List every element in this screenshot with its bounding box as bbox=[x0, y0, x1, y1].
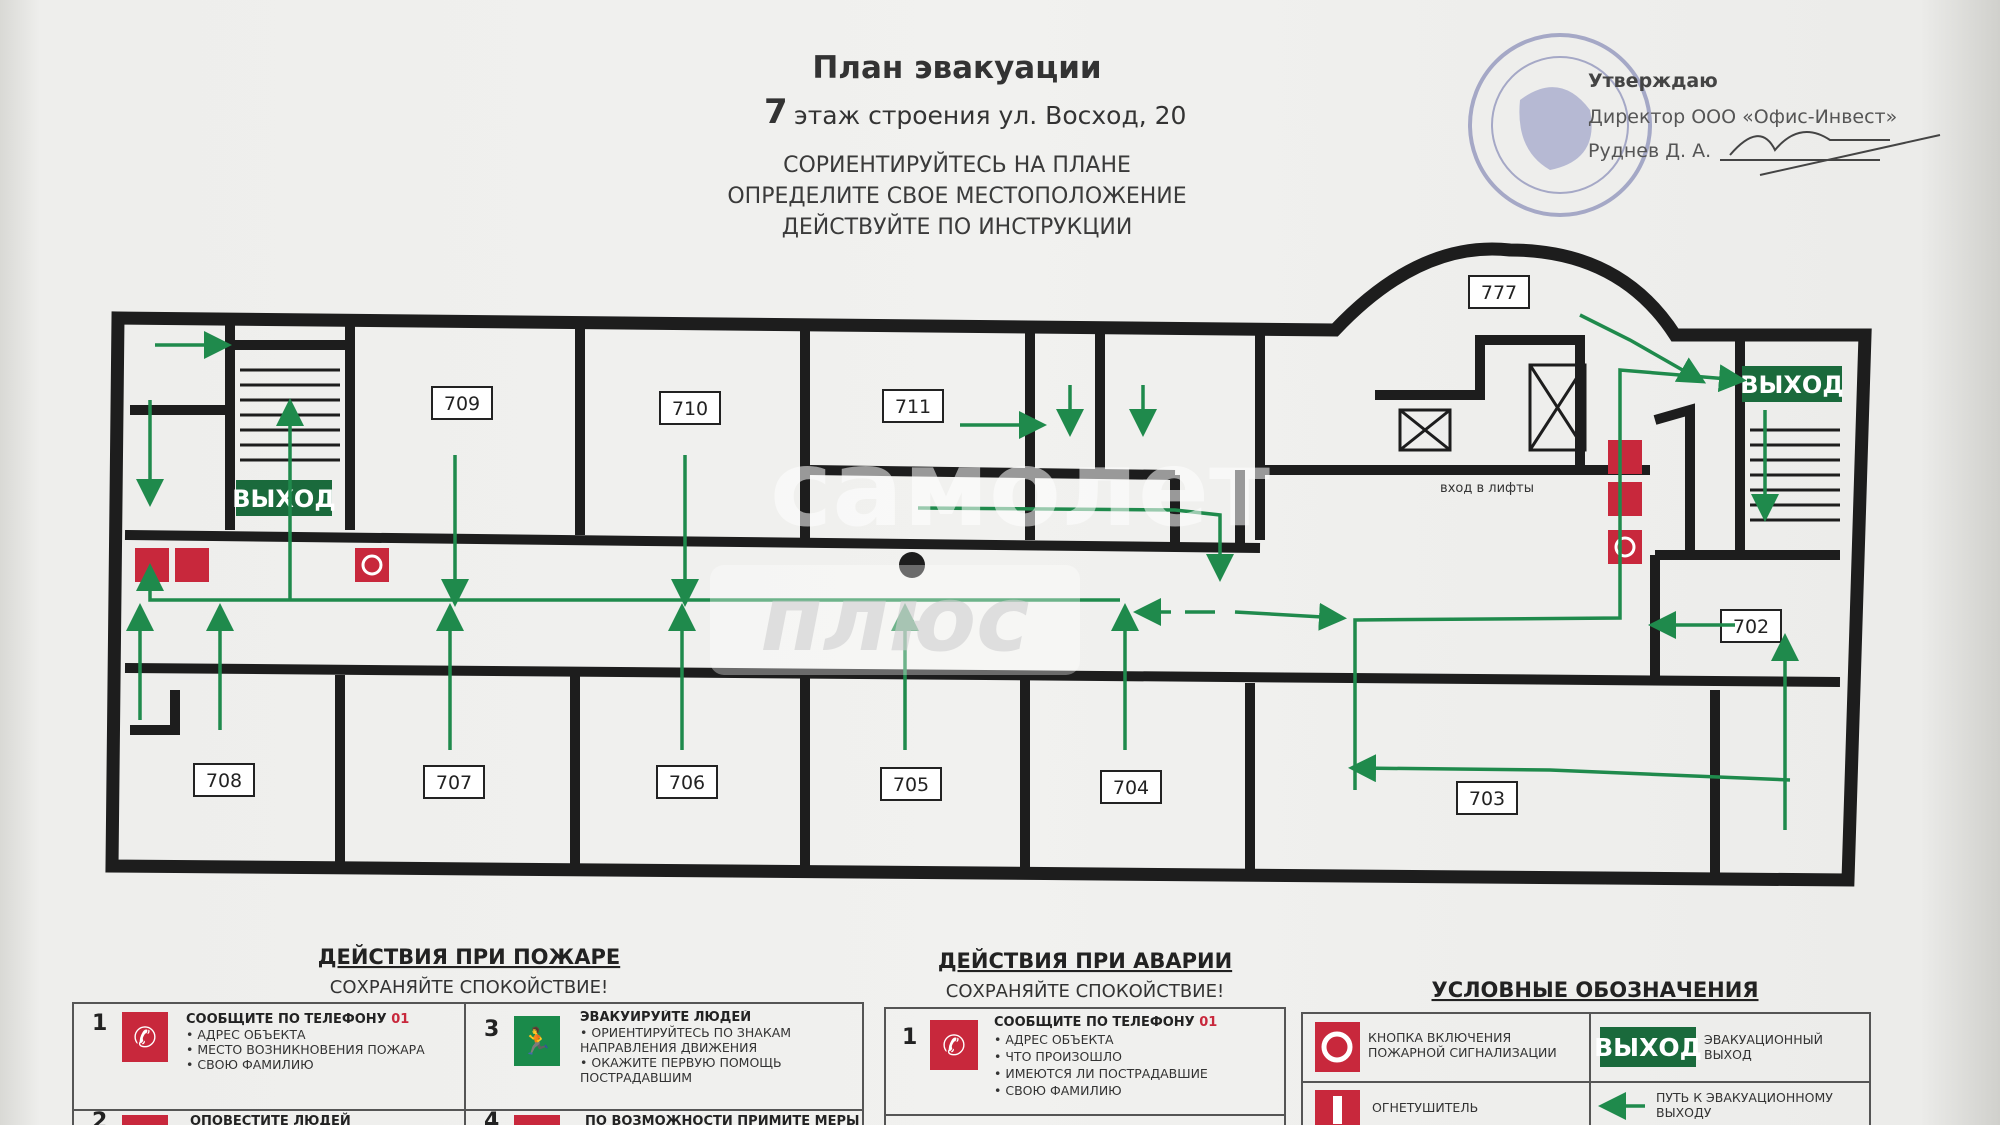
svg-text:ОПОВЕСТИТЕ ЛЮДЕЙ: ОПОВЕСТИТЕ ЛЮДЕЙ bbox=[190, 1113, 351, 1125]
fire-actions-table: 1 ✆ СООБЩИТЕ ПО ТЕЛЕФОНУ 01 АДРЕС ОБЪЕКТ… bbox=[73, 1003, 863, 1125]
room-711: 711 bbox=[895, 396, 931, 418]
legend-item-route: ПУТЬ К ЭВАКУАЦИОННОМУ ВЫХОДУ bbox=[1656, 1090, 1833, 1120]
room-709: 709 bbox=[444, 393, 480, 415]
approval-position: Директор ООО «Офис-Инвест» bbox=[1588, 106, 1897, 128]
fire-step-3-text: ЭВАКУИРУЙТЕ ЛЮДЕЙ ОРИЕНТИРУЙТЕСЬ ПО ЗНАК… bbox=[580, 1010, 858, 1108]
instruction-line: ДЕЙСТВУЙТЕ ПО ИНСТРУКЦИИ bbox=[782, 214, 1133, 240]
room-704: 704 bbox=[1113, 777, 1149, 799]
room-706: 706 bbox=[669, 772, 705, 794]
accident-step-1-text: СООБЩИТЕ ПО ТЕЛЕФОНУ 01 АДРЕС ОБЪЕКТА ЧТ… bbox=[994, 1014, 1280, 1112]
approval-name: Руднев Д. А. bbox=[1588, 140, 1711, 162]
step-number: 3 bbox=[484, 1017, 499, 1042]
running-glyph: 🏃 bbox=[521, 1026, 553, 1057]
instruction-line: ОПРЕДЕЛИТЕ СВОЕ МЕСТОПОЛОЖЕНИЕ bbox=[727, 184, 1186, 209]
fire-extinguisher-icon bbox=[135, 548, 169, 582]
exit-sign-icon bbox=[1600, 1027, 1696, 1067]
step-number: 1 bbox=[92, 1011, 107, 1036]
watermark-line1: самолет bbox=[770, 428, 1270, 550]
room-710: 710 bbox=[672, 398, 708, 420]
room-703: 703 bbox=[1469, 788, 1505, 810]
legend-title: УСЛОВНЫЕ ОБОЗНАЧЕНИЯ bbox=[1432, 978, 1759, 1002]
exit-label-right: ВЫХОД bbox=[1740, 371, 1843, 399]
accident-actions-subtitle: СОХРАНЯЙТЕ СПОКОЙСТВИЕ! bbox=[946, 980, 1224, 1002]
fire-actions-title: ДЕЙСТВИЯ ПРИ ПОЖАРЕ bbox=[318, 944, 620, 969]
exit-sign-left bbox=[236, 480, 332, 516]
fire-step-1-text: СООБЩИТЕ ПО ТЕЛЕФОНУ 01 АДРЕС ОБЪЕКТА МЕ… bbox=[186, 1012, 458, 1108]
fire-alarm-button-icon bbox=[1608, 530, 1642, 564]
fire-alarm-button-icon bbox=[355, 548, 389, 582]
fire-hose-icon bbox=[1608, 482, 1642, 516]
step-number: 4 bbox=[484, 1109, 499, 1125]
accident-actions-title: ДЕЙСТВИЯ ПРИ АВАРИИ bbox=[938, 948, 1232, 973]
room-708: 708 bbox=[206, 770, 242, 792]
phone-glyph: ✆ bbox=[942, 1029, 965, 1062]
room-705: 705 bbox=[893, 774, 929, 796]
room-777: 777 bbox=[1481, 282, 1517, 304]
fire-hose-icon bbox=[175, 548, 209, 582]
svg-text:ПО ВОЗМОЖНОСТИ ПРИМИТЕ МЕРЫ: ПО ВОЗМОЖНОСТИ ПРИМИТЕ МЕРЫ bbox=[585, 1114, 860, 1125]
column-icon bbox=[899, 552, 925, 578]
approval-label: Утверждаю bbox=[1588, 70, 1718, 92]
elevator-label: вход в лифты bbox=[1440, 481, 1534, 496]
legend-item-alarm: КНОПКА ВКЛЮЧЕНИЯ ПОЖАРНОЙ СИГНАЛИЗАЦИИ bbox=[1368, 1030, 1557, 1060]
accident-actions-table: 1 ✆ СООБЩИТЕ ПО ТЕЛЕФОНУ 01 АДРЕС ОБЪЕКТ… bbox=[885, 1008, 1285, 1125]
signature-icon bbox=[1720, 131, 1941, 176]
room-707: 707 bbox=[436, 772, 472, 794]
fire-extinguisher-icon bbox=[1608, 440, 1642, 474]
evacuation-route-arrows bbox=[126, 313, 1799, 830]
fire-equipment-icons bbox=[135, 440, 1642, 582]
legend-item-exit: ЭВАКУАЦИОННЫЙ ВЫХОД bbox=[1704, 1032, 1823, 1062]
exit-label-left: ВЫХОД bbox=[232, 485, 335, 513]
room-702: 702 bbox=[1733, 616, 1769, 638]
legend-item-extinguisher: ОГНЕТУШИТЕЛЬ bbox=[1372, 1100, 1478, 1115]
plan-subtitle: этаж строения ул. Восход, 20 bbox=[794, 101, 1186, 130]
exit-sign-right bbox=[1742, 366, 1842, 402]
instruction-line: СОРИЕНТИРУЙТЕСЬ НА ПЛАНЕ bbox=[783, 152, 1131, 178]
room-labels: 709 710 711 777 708 707 706 705 704 703 … bbox=[193, 275, 1782, 815]
legend-exit-sign-text: ВЫХОД bbox=[1594, 1033, 1702, 1062]
step-number: 1 bbox=[902, 1025, 917, 1050]
fire-actions-subtitle: СОХРАНЯЙТЕ СПОКОЙСТВИЕ! bbox=[330, 976, 608, 998]
floor-number: 7 bbox=[764, 92, 788, 132]
watermark-line2: плюс bbox=[761, 567, 1030, 672]
step-number: 2 bbox=[92, 1109, 107, 1125]
watermark-badge bbox=[710, 565, 1080, 675]
legend-table: КНОПКА ВКЛЮЧЕНИЯ ПОЖАРНОЙ СИГНАЛИЗАЦИИ В… bbox=[1301, 1012, 1871, 1125]
running-exit-icon bbox=[514, 1016, 560, 1066]
stamp-icon bbox=[1468, 33, 1652, 217]
elevator-icon bbox=[1398, 363, 1587, 452]
extinguish-icon bbox=[514, 1115, 560, 1125]
phone-glyph: ✆ bbox=[133, 1021, 156, 1054]
plan-title: План эвакуации bbox=[812, 50, 1101, 86]
alarm-icon bbox=[122, 1115, 168, 1125]
phone-icon bbox=[122, 1012, 168, 1062]
phone-icon bbox=[930, 1020, 978, 1070]
